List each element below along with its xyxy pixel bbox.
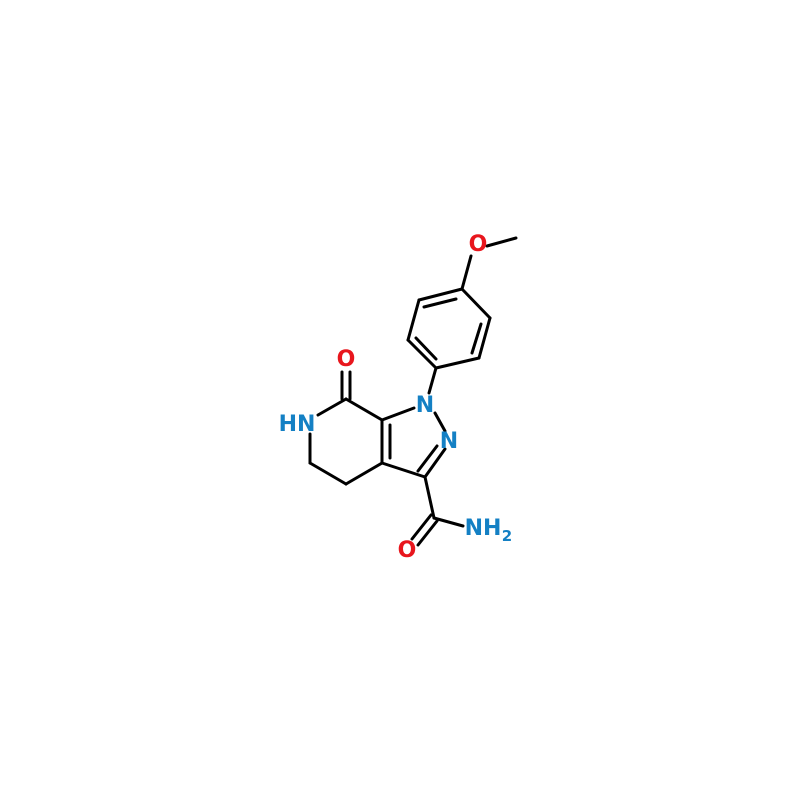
atom-lactam-nh: HN bbox=[279, 412, 316, 437]
bond-aryl-2 bbox=[477, 316, 492, 360]
atom-amide-nh: NH bbox=[465, 516, 502, 541]
bond-aryl-6 bbox=[417, 287, 464, 302]
bond-camide-n bbox=[432, 516, 465, 528]
bond-aryl-4 bbox=[406, 338, 438, 370]
bond-aryl-1 bbox=[460, 287, 492, 320]
bond-aryl-3 bbox=[434, 356, 481, 370]
bond-n1-n2 bbox=[433, 411, 447, 433]
bond-c4-c3a bbox=[344, 461, 384, 486]
bond-c7a-n1 bbox=[380, 406, 416, 422]
atom-amide-nh-subscript: 2 bbox=[502, 527, 512, 545]
atom-carbonyl-oxygen: O bbox=[337, 347, 356, 372]
atom-pyrazole-n1: N bbox=[416, 393, 434, 418]
bond-c7-nh bbox=[316, 397, 348, 417]
bond-n2-c3-inner bbox=[416, 444, 439, 473]
bond-o-aryl bbox=[460, 254, 473, 291]
bond-methyl-o bbox=[485, 236, 518, 248]
bond-camide-o-a bbox=[410, 513, 433, 541]
bond-aryl-4-inner bbox=[414, 336, 438, 361]
bond-c3-c3a bbox=[380, 461, 427, 479]
bond-n2-c3 bbox=[423, 447, 447, 479]
bond-c7a-c7 bbox=[344, 397, 384, 422]
bond-aryl-5 bbox=[406, 298, 421, 342]
atom-methoxy-oxygen: O bbox=[469, 232, 488, 257]
bond-c3-camide bbox=[423, 475, 436, 520]
bond-aryl-6-inner bbox=[422, 297, 458, 309]
bond-aryl-2-inner bbox=[470, 322, 483, 355]
bond-aryl-n1 bbox=[427, 366, 438, 395]
bond-c5-c4 bbox=[308, 461, 348, 486]
bond-camide-o-b bbox=[416, 519, 439, 547]
atom-pyrazole-n2: N bbox=[440, 429, 458, 454]
atom-amide-oxygen: O bbox=[398, 538, 417, 563]
